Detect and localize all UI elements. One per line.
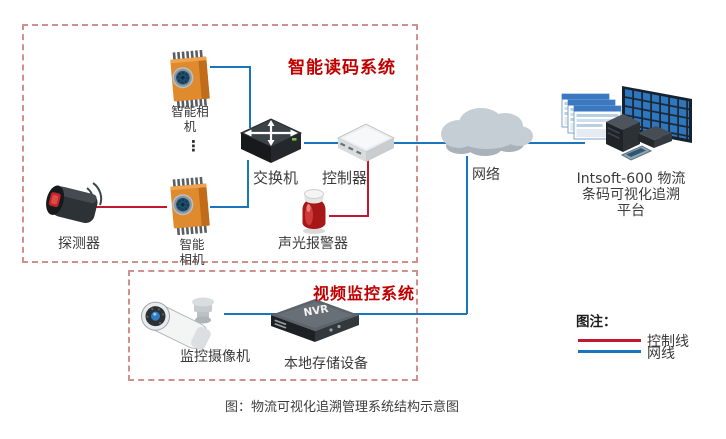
control-line-swatch bbox=[578, 339, 641, 342]
smart-camera-2-icon bbox=[170, 177, 210, 235]
camera-mount bbox=[192, 297, 214, 324]
controller-ports bbox=[340, 142, 362, 155]
cloud-label: 网络 bbox=[472, 167, 500, 183]
cctv-label: 监控摄像机 bbox=[180, 349, 250, 365]
alarm-beacon-icon bbox=[302, 189, 326, 234]
group-box-video-system bbox=[128, 270, 418, 381]
controller-label: 控制器 bbox=[322, 169, 368, 187]
detector-icon bbox=[46, 182, 103, 224]
smart-camera-1-icon bbox=[170, 50, 210, 108]
server-tower bbox=[606, 114, 640, 152]
chip-pins-top bbox=[172, 50, 203, 61]
detector-label: 探测器 bbox=[58, 236, 100, 252]
platform-icon bbox=[561, 86, 692, 161]
nvr-ports bbox=[274, 319, 341, 332]
camera-lens bbox=[150, 311, 160, 321]
legend-control-label: 控制线 bbox=[647, 334, 689, 350]
cloud-icon bbox=[441, 108, 533, 156]
nvr-icon: NVR bbox=[271, 299, 359, 342]
link-camera1-switch bbox=[210, 66, 251, 128]
network-line-swatch bbox=[578, 350, 641, 353]
legend-network-label: 网线 bbox=[647, 346, 675, 362]
diagram-caption: 图：物流可视化追溯管理系统结构示意图 bbox=[224, 400, 459, 415]
switch-label: 交换机 bbox=[253, 169, 299, 187]
controller-icon bbox=[336, 123, 396, 162]
alarm-label: 声光报警器 bbox=[278, 236, 348, 252]
keyboard bbox=[620, 145, 653, 161]
switch-arrows-icon bbox=[244, 120, 298, 146]
more-cameras-ellipsis: ⋮ bbox=[186, 137, 201, 155]
link-controller-alarm bbox=[329, 158, 369, 217]
link-camera2-switch bbox=[210, 160, 249, 208]
smart-camera-1-label: 智能相 机 bbox=[171, 104, 209, 134]
switch-led bbox=[292, 138, 297, 141]
switch-icon bbox=[239, 118, 303, 163]
video-system-title: 视频监控系统 bbox=[313, 284, 416, 303]
reading-system-title: 智能读码系统 bbox=[288, 58, 396, 78]
cctv-camera-icon bbox=[140, 297, 214, 350]
signal-wave-icon bbox=[92, 182, 103, 206]
nvr-device-text: NVR bbox=[303, 303, 330, 319]
server-box bbox=[638, 126, 672, 148]
legend-title: 图注： bbox=[576, 314, 617, 330]
chip-pins-bottom bbox=[176, 97, 207, 108]
nvr-label: 本地存储设备 bbox=[284, 356, 368, 372]
platform-label: Intsoft-600 物流 条码可视化追溯 平台 bbox=[576, 171, 686, 219]
smart-camera-2-label: 智能 相机 bbox=[179, 237, 205, 267]
